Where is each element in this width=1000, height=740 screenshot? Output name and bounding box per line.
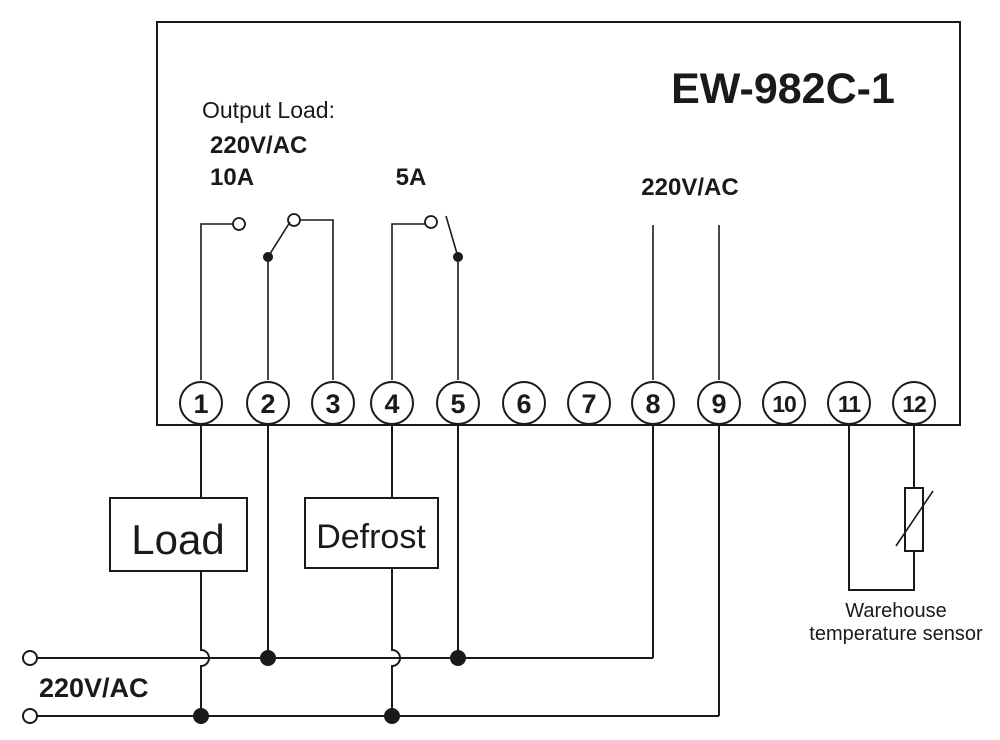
- terminal-4-label: 4: [384, 389, 399, 419]
- defrost-label: Defrost: [316, 518, 426, 556]
- defrost-rating: 5A: [396, 164, 427, 191]
- terminal-1: 1: [179, 381, 223, 425]
- terminal-1-label: 1: [193, 389, 208, 419]
- supply-label: 220V/AC: [39, 673, 149, 703]
- terminal-8-label: 8: [645, 389, 660, 419]
- load-relay-contact: [200, 213, 334, 380]
- wire-defrost-return: [391, 568, 401, 716]
- temperature-sensor: [848, 424, 934, 591]
- junction-terminal-2: [260, 650, 276, 666]
- junction-terminal-5: [450, 650, 466, 666]
- terminal-3-label: 3: [325, 389, 340, 419]
- output-load-title: Output Load:: [202, 97, 335, 123]
- terminal-6: 6: [502, 381, 546, 425]
- terminal-5: 5: [436, 381, 480, 425]
- terminal-9: 9: [697, 381, 741, 425]
- terminal-11-label: 11: [838, 391, 862, 417]
- supply-terminal-bottom: [22, 708, 38, 724]
- output-load-voltage: 220V/AC: [210, 132, 307, 159]
- defrost-relay-contact: [391, 215, 463, 380]
- terminal-12: 12: [892, 381, 936, 425]
- terminal-5-label: 5: [450, 389, 465, 419]
- model-label: EW-982C-1: [671, 65, 895, 113]
- junction-load: [193, 708, 209, 724]
- sensor-label-line2: temperature sensor: [809, 623, 983, 645]
- power-rating: 220V/AC: [641, 174, 738, 201]
- supply-terminal-top: [22, 650, 38, 666]
- load-label: Load: [131, 516, 224, 563]
- terminal-10: 10: [762, 381, 806, 425]
- load-box: Load: [109, 424, 248, 572]
- terminal-7: 7: [567, 381, 611, 425]
- terminal-8: 8: [631, 381, 675, 425]
- terminal-2: 2: [246, 381, 290, 425]
- defrost-box: Defrost: [304, 424, 439, 569]
- terminal-4: 4: [370, 381, 414, 425]
- terminal-3: 3: [311, 381, 355, 425]
- junction-defrost: [384, 708, 400, 724]
- terminal-2-label: 2: [260, 389, 275, 419]
- output-load-current: 10A: [210, 164, 254, 191]
- terminal-12-label: 12: [902, 391, 926, 417]
- terminal-10-label: 10: [772, 391, 796, 417]
- wire-load-return: [200, 571, 210, 716]
- terminal-6-label: 6: [516, 389, 531, 419]
- sensor-label-line1: Warehouse: [845, 600, 947, 622]
- terminal-11: 11: [827, 381, 871, 425]
- terminal-9-label: 9: [711, 389, 726, 419]
- terminal-7-label: 7: [581, 389, 596, 419]
